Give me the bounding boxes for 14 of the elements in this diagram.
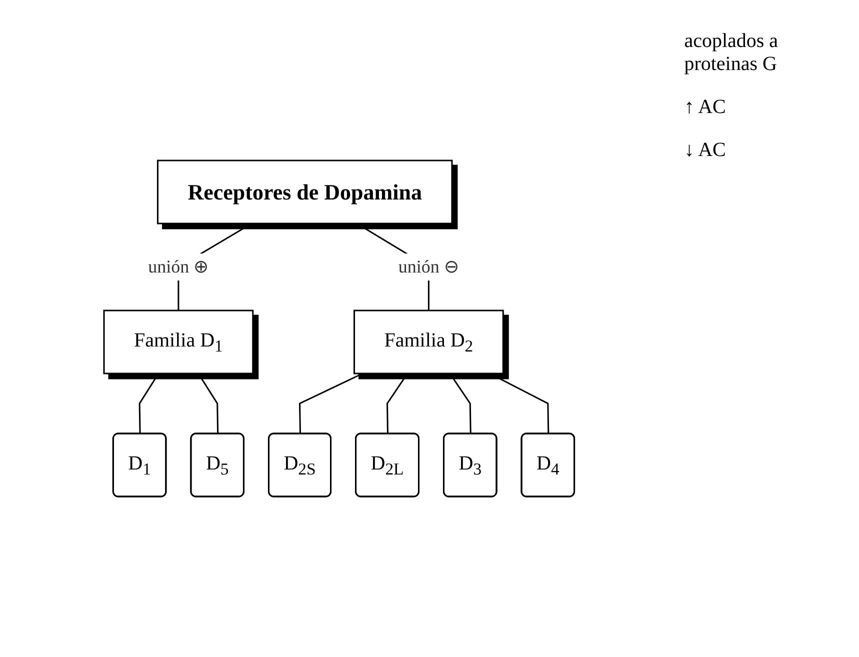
connector	[386, 373, 409, 434]
connector	[198, 373, 220, 434]
connector	[490, 372, 550, 434]
edge-label: unión ⊖	[398, 256, 460, 276]
annotation-label: ↑ AC	[684, 96, 726, 119]
connector	[450, 373, 472, 434]
node-box: Familia D$_{2}$	[354, 310, 504, 374]
node-box: Receptores de Dopamina	[157, 160, 454, 224]
node-box: Familia D$_{1}$	[104, 310, 254, 374]
edge-label: unión ⊕	[148, 256, 210, 276]
annotation-label: acoplados a proteinas G	[684, 30, 780, 76]
connector	[299, 372, 364, 434]
annotation-label: ↓ AC	[684, 139, 726, 162]
connector	[139, 373, 160, 434]
